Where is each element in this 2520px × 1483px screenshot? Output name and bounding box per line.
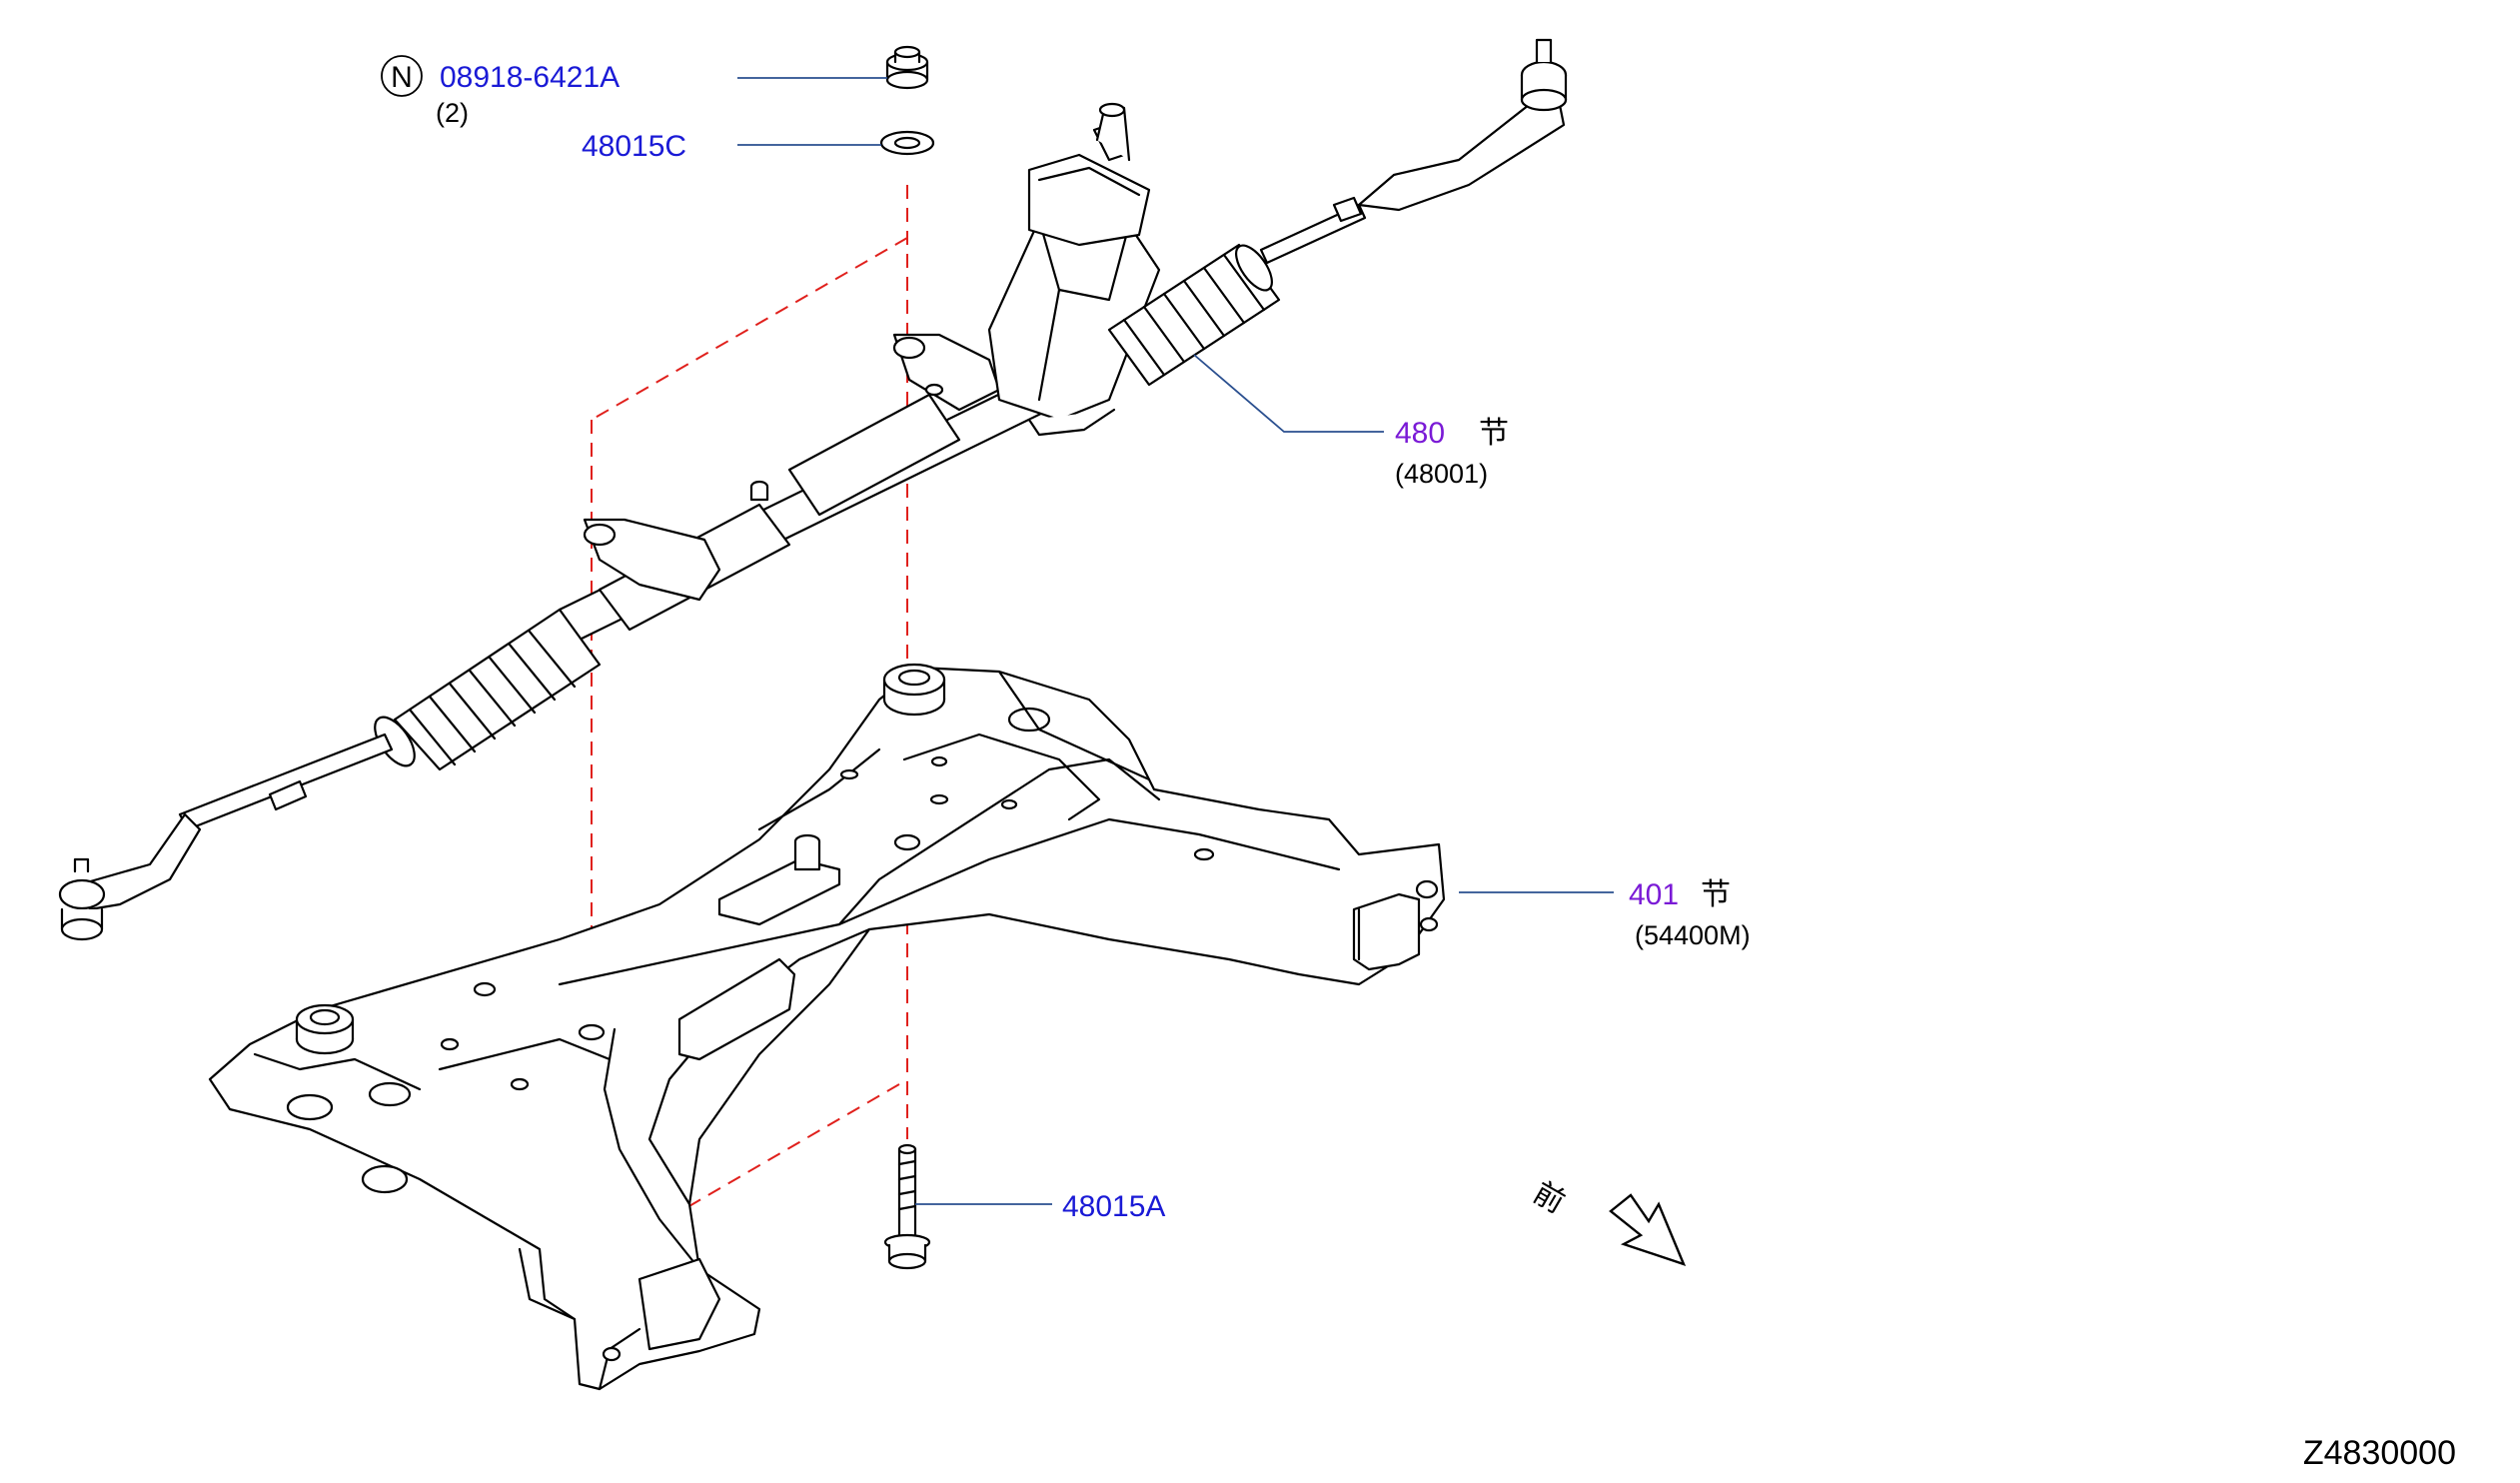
nut-drawing (885, 45, 929, 90)
part-link-08918-6421A[interactable]: 08918-6421A (440, 61, 620, 94)
part-link-48015A[interactable]: 48015A (1062, 1190, 1165, 1223)
crossmember-drawing (208, 663, 1446, 1391)
leader-lines (737, 77, 1614, 1205)
part-link-48015C[interactable]: 48015C (582, 130, 686, 163)
crossmember-sub-number: (54400M) (1635, 920, 1751, 950)
part-link-480[interactable]: 480 (1395, 417, 1445, 450)
nut-quantity: (2) (436, 98, 469, 128)
front-direction-arrow-icon (1609, 1193, 1687, 1266)
callout-washer: 48015C (582, 130, 686, 163)
steering-gear-sub-number: (48001) (1395, 459, 1488, 489)
new-part-badge-label: N (391, 61, 413, 94)
new-part-badge (381, 55, 423, 97)
steering-gear-drawing (58, 38, 1568, 941)
assembly-glyph: 节 (1479, 417, 1509, 450)
callout-bolt: 48015A (1062, 1190, 1165, 1223)
assembly-glyph: 节 (1701, 878, 1731, 911)
callout-nut: N 08918-6421A (2) (381, 55, 620, 128)
part-link-401[interactable]: 401 (1629, 878, 1679, 911)
front-glyph: 前 (1528, 1176, 1570, 1220)
callout-steering-gear: 480 节 (48001) (1395, 417, 1509, 489)
bolt-drawing (883, 1143, 931, 1270)
washer-drawing (879, 130, 935, 156)
front-indicator: 前 (1528, 1176, 1687, 1266)
diagram-code: Z4830000 (2303, 1434, 2456, 1472)
callout-crossmember: 401 节 (54400M) (1629, 878, 1751, 950)
